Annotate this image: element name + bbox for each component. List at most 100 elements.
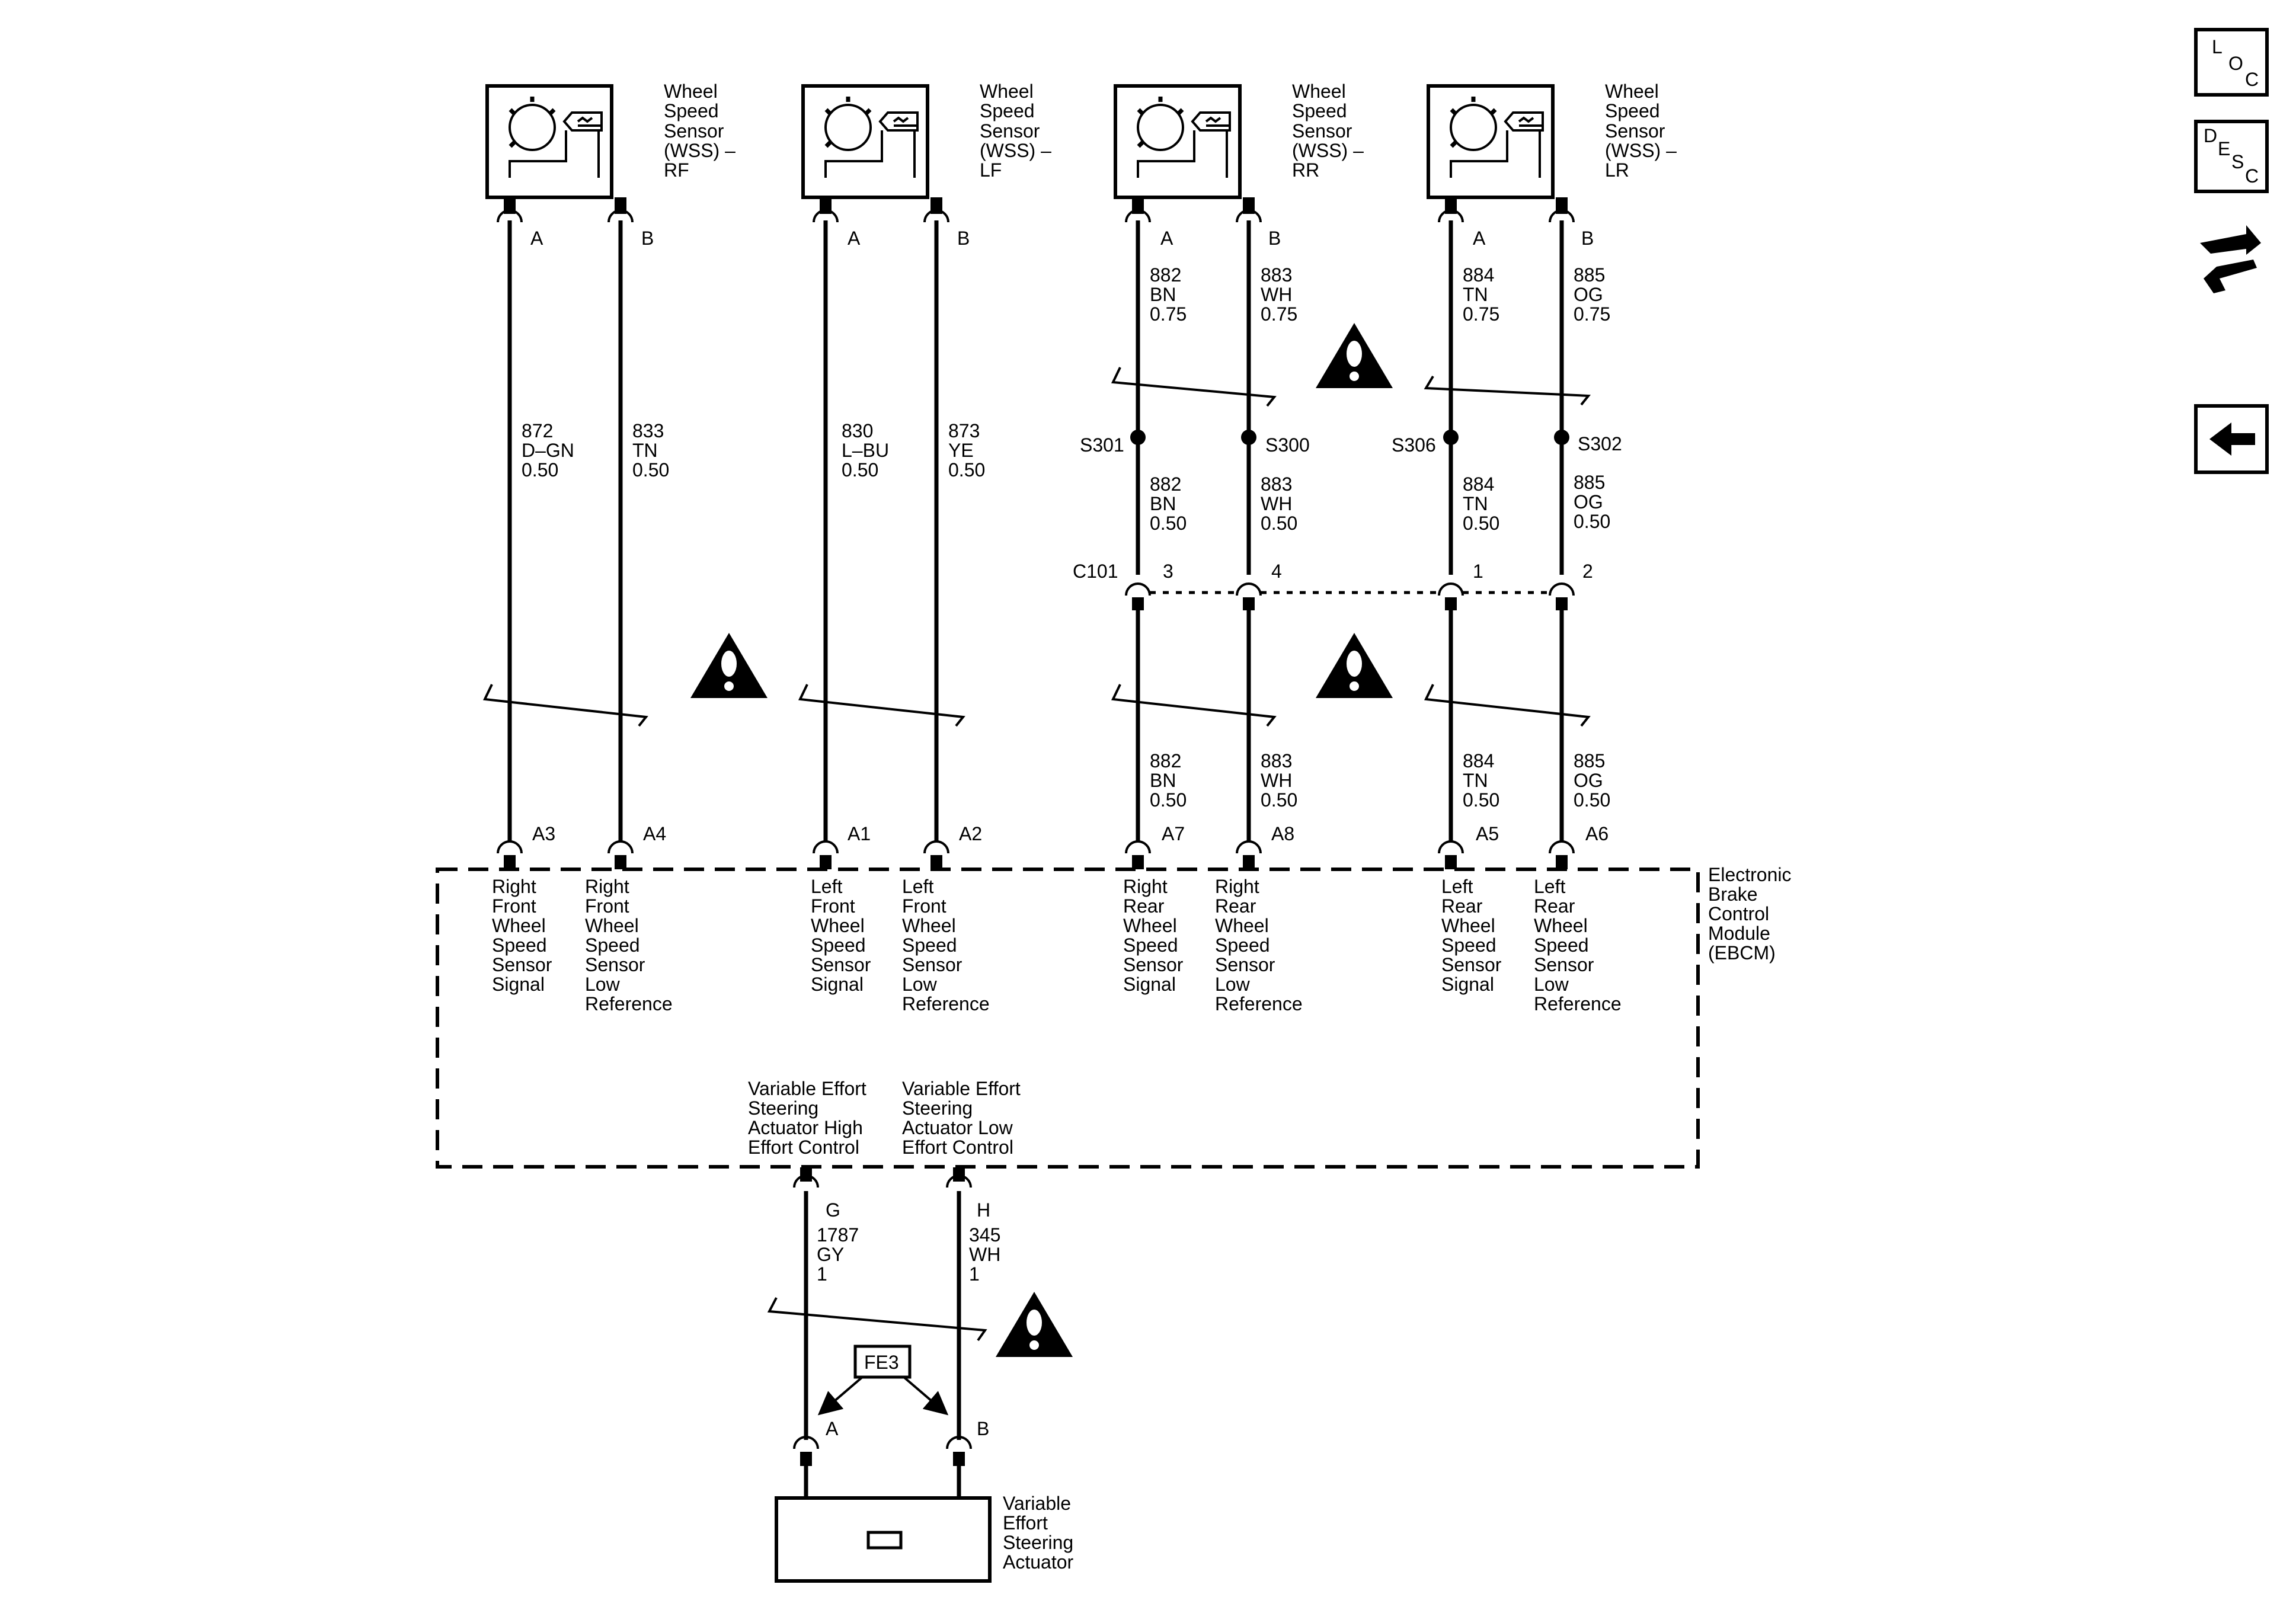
sensor-title-line: Speed (664, 100, 719, 121)
connector-lr-b[interactable] (1549, 197, 1575, 223)
wire-size: 0.50 (1463, 513, 1499, 534)
ebcm-label-lf-low-ref: Left Front Wheel Speed Sensor Low Refere… (902, 876, 990, 1014)
pin-label: A3 (532, 823, 555, 844)
connector-lf-b[interactable] (923, 197, 949, 223)
wire-color: BN (1150, 770, 1176, 791)
wire-color: GY (817, 1244, 844, 1265)
label-line: Signal (811, 974, 864, 995)
caution-icon[interactable] (1316, 633, 1393, 698)
sensor-title-line: Speed (980, 100, 1035, 121)
pin-label: A (848, 228, 861, 249)
label-line: Sensor (585, 954, 645, 975)
connector-c101[interactable] (1125, 582, 1575, 610)
label-line: Left (1534, 876, 1565, 897)
loc-letter: O (2228, 53, 2243, 74)
label-line: Front (492, 895, 536, 917)
label-line: Sensor (902, 954, 962, 975)
connector-rr-a[interactable] (1125, 197, 1151, 223)
label-line: Effort Control (748, 1137, 859, 1158)
splice-s300[interactable] (1241, 430, 1256, 445)
desc-letter: C (2245, 165, 2259, 187)
label-line: Sensor (1123, 954, 1184, 975)
pin-label: B (957, 228, 970, 249)
ebcm-title-line: Module (1708, 923, 1770, 944)
option-fe3-badge[interactable]: FE3 (817, 1345, 949, 1416)
connector-lf-a[interactable] (813, 197, 839, 223)
label-line: Right (492, 876, 536, 897)
connector-lr-a[interactable] (1438, 197, 1464, 223)
harness-break-line (1111, 684, 1277, 727)
sensor-title-line: (WSS) – (980, 140, 1051, 161)
wire-size: 0.75 (1574, 303, 1610, 325)
label-line: Signal (1123, 974, 1176, 995)
front-wires: A B A B 872 D–GN 0.50 833 TN 0.50 830 L–… (482, 197, 985, 841)
wire-color: OG (1574, 770, 1603, 791)
caution-icon[interactable] (996, 1292, 1073, 1357)
loc-button[interactable]: L O C (2194, 28, 2269, 97)
wheel-speed-sensor-rr[interactable] (1114, 84, 1242, 199)
ebcm-connector-pins[interactable] (497, 840, 1575, 869)
splice-label: S300 (1265, 434, 1310, 456)
label-line: Sensor (492, 954, 552, 975)
actuator-title-line: Effort (1003, 1512, 1048, 1534)
pin-label: H (977, 1199, 990, 1221)
wire-circuit: 883 (1261, 264, 1292, 286)
sensor-title-line: Sensor (980, 120, 1040, 142)
harness-break-line (767, 1297, 987, 1342)
label-line: Wheel (492, 915, 546, 936)
wire-size: 0.75 (1463, 303, 1499, 325)
connector-rf-b[interactable] (607, 197, 634, 223)
wire-color: TN (1463, 770, 1488, 791)
pin-label: 2 (1582, 561, 1593, 582)
harness-break-line (1424, 684, 1591, 727)
actuator-connector-b[interactable] (946, 1436, 972, 1466)
sensor-title-line: Sensor (1292, 120, 1352, 142)
sensor-title-line: Wheel (1292, 81, 1346, 102)
caution-icon[interactable] (690, 633, 768, 698)
wire-color: WH (1261, 284, 1292, 305)
wire-color: YE (948, 440, 974, 461)
label-line: Low (1215, 974, 1251, 995)
wire-color: TN (632, 440, 658, 461)
caution-icon[interactable] (1316, 323, 1393, 388)
label-line: Reference (902, 993, 990, 1014)
ebcm-title-line: Electronic (1708, 864, 1792, 885)
pin-label: A2 (959, 823, 982, 844)
ebcm-label-rr-low-ref: Right Rear Wheel Speed Sensor Low Refere… (1215, 876, 1303, 1014)
actuator-connector-a[interactable] (793, 1436, 819, 1466)
actuator-title-line: Variable (1003, 1493, 1071, 1514)
ebcm-connector-h[interactable] (946, 1167, 972, 1188)
wheel-speed-sensor-lf[interactable] (801, 84, 929, 199)
wire-color: D–GN (522, 440, 574, 461)
sensor-title-line: RF (664, 159, 689, 181)
ebcm-boundary[interactable] (436, 868, 1700, 1169)
variable-effort-steering-actuator[interactable] (775, 1496, 992, 1583)
wire-circuit: 882 (1150, 473, 1181, 495)
wire-size: 0.50 (1261, 513, 1297, 534)
wire-circuit: 885 (1574, 472, 1605, 493)
loc-letter: C (2245, 69, 2259, 90)
wheel-speed-sensor-lr[interactable] (1427, 84, 1555, 199)
wheel-speed-sensor-icon (509, 97, 603, 178)
connector-rr-b[interactable] (1236, 197, 1262, 223)
wire-color: OG (1574, 491, 1603, 513)
sensor-title-line: Wheel (1605, 81, 1659, 102)
splice-s301[interactable] (1130, 430, 1146, 445)
wheel-speed-sensor-rf[interactable] (485, 84, 613, 199)
splice-s306[interactable] (1443, 430, 1459, 445)
label-line: Rear (1123, 895, 1165, 917)
pin-label: A (530, 228, 543, 249)
ebcm-label-rf-low-ref: Right Front Wheel Speed Sensor Low Refer… (585, 876, 673, 1014)
ebcm-label-lf-signal: Left Front Wheel Speed Sensor Signal (811, 876, 871, 995)
wire-size: 0.50 (632, 459, 669, 481)
splice-s302[interactable] (1554, 430, 1569, 445)
connector-rf-a[interactable] (497, 197, 523, 223)
sensor-title-line: Wheel (664, 81, 718, 102)
back-button[interactable] (2194, 404, 2269, 474)
tools-icon[interactable] (2200, 225, 2261, 293)
pin-label: B (1268, 228, 1281, 249)
label-line: Speed (1534, 934, 1589, 956)
label-line: Sensor (1215, 954, 1275, 975)
ebcm-connector-g[interactable] (793, 1167, 819, 1188)
desc-button[interactable]: D E S C (2194, 120, 2269, 193)
